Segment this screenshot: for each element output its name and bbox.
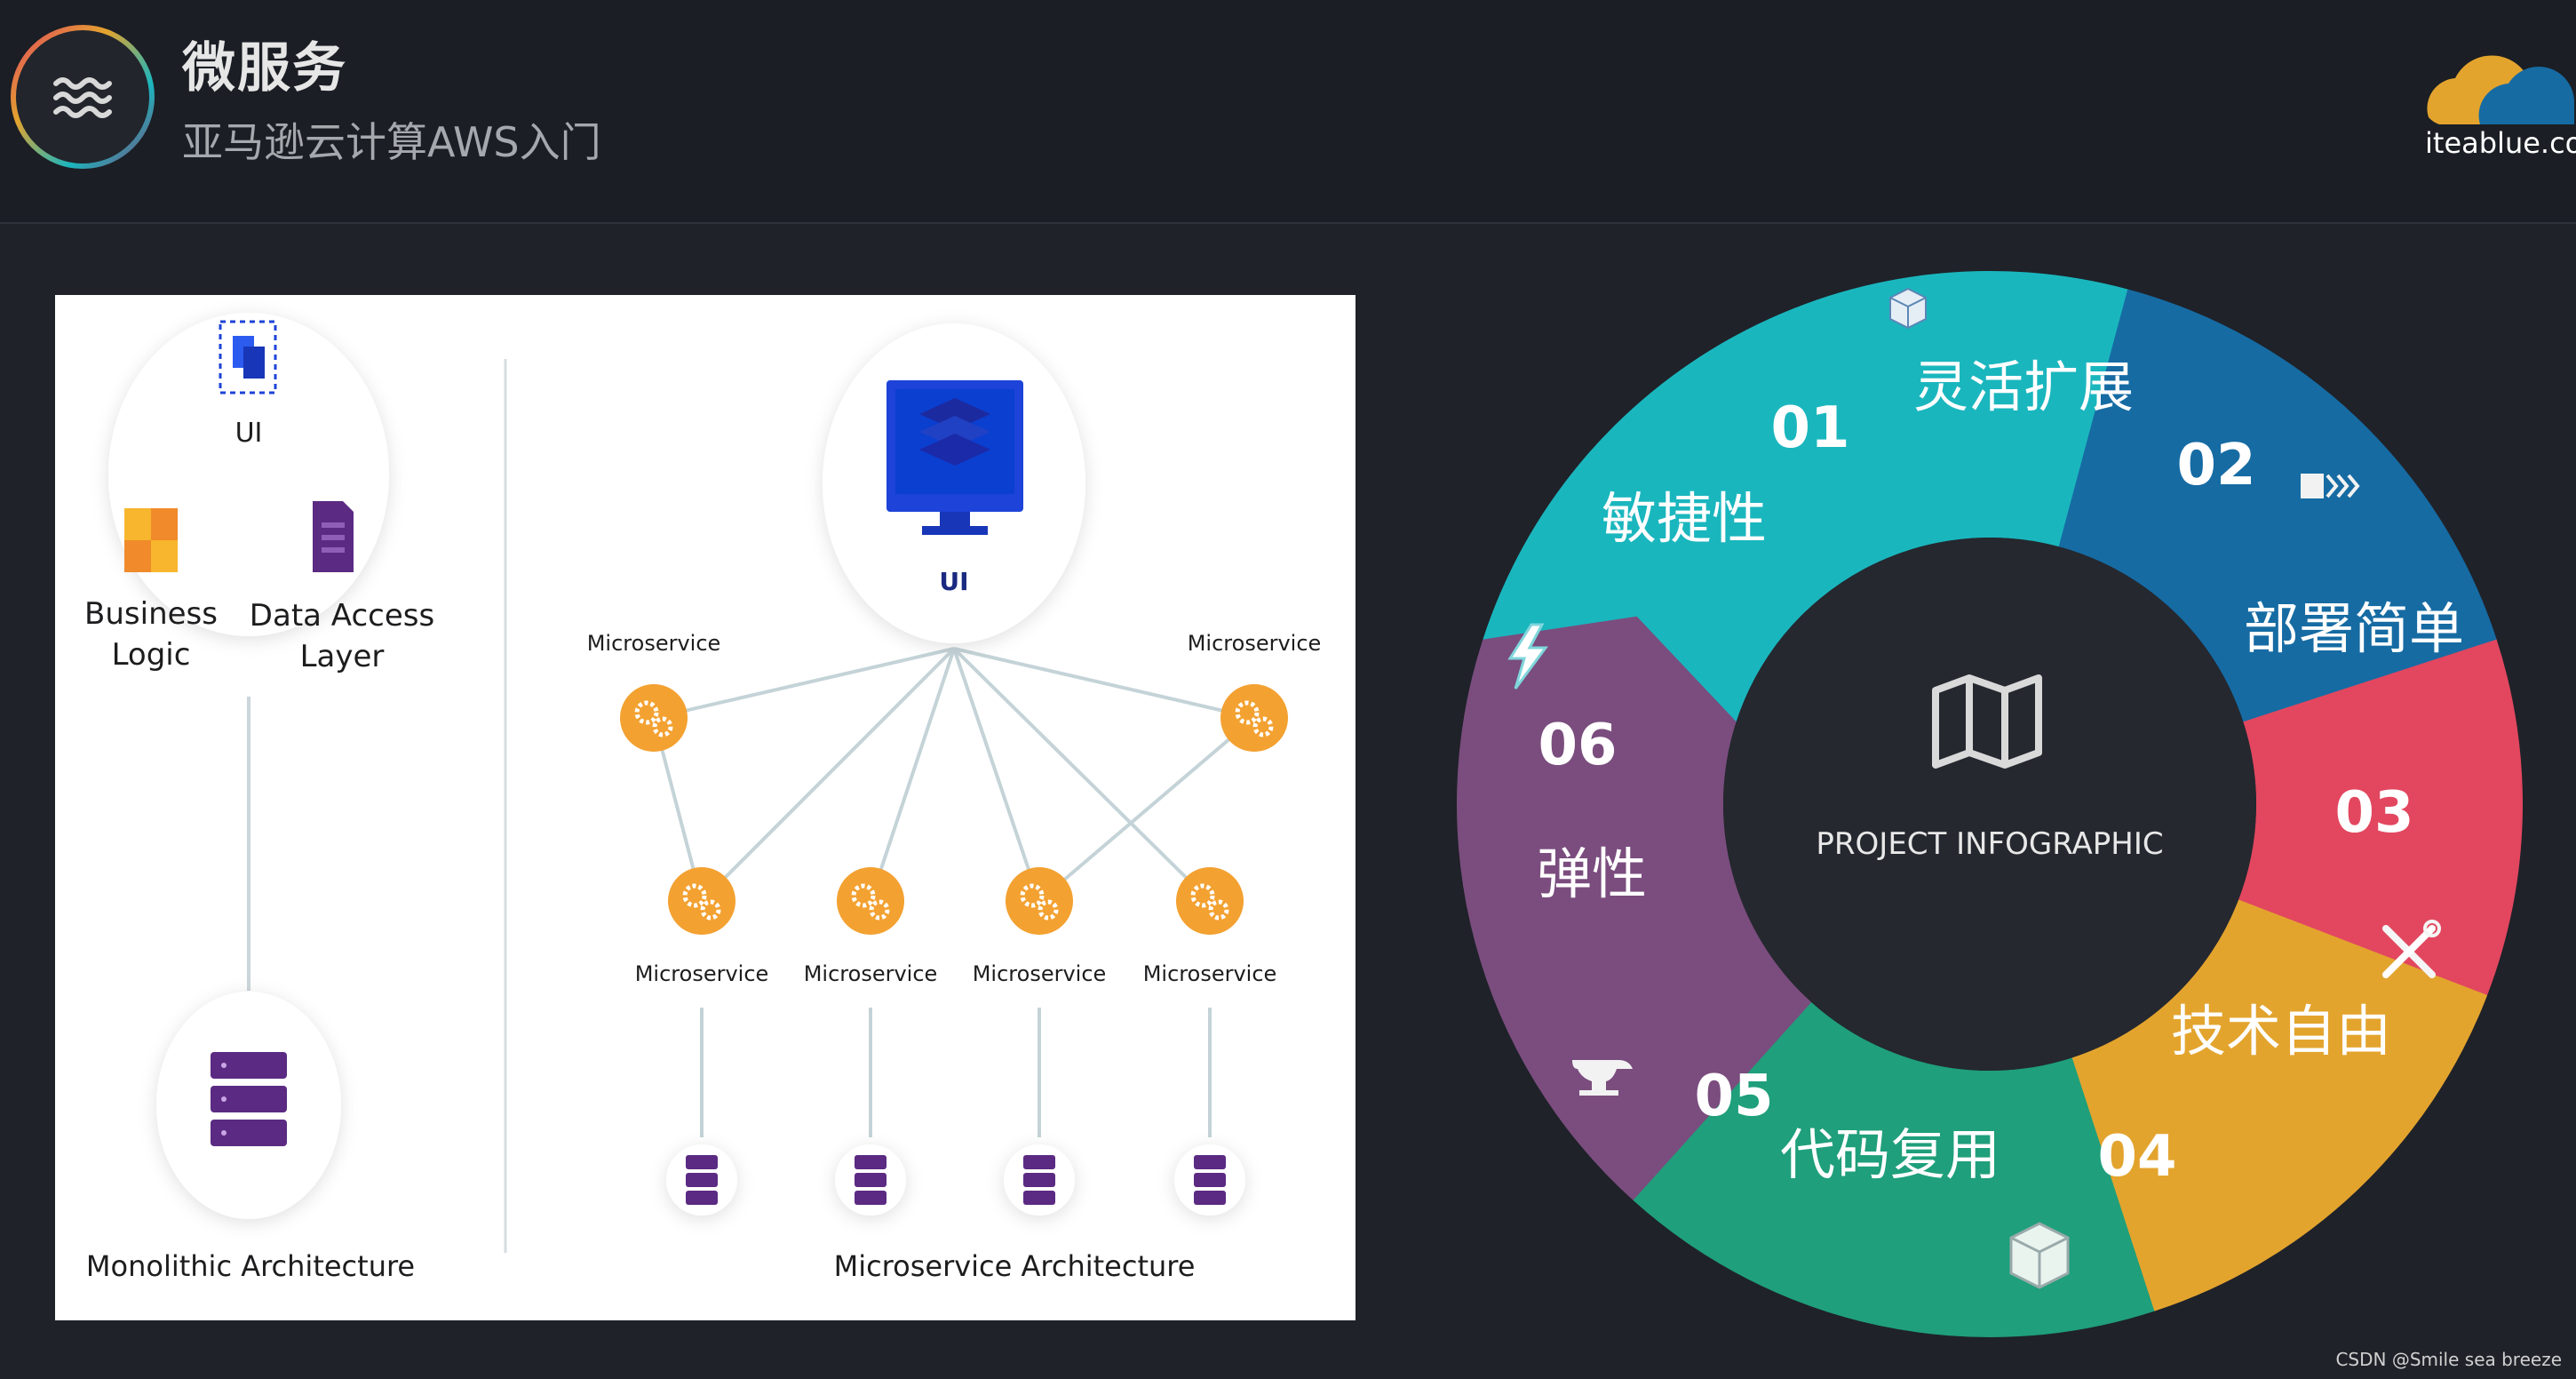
microservice-label-3: Microservice: [972, 961, 1107, 986]
ui-icon: [219, 320, 277, 395]
monolithic-caption: Monolithic Architecture: [85, 1249, 416, 1283]
microservice-caption: Microservice Architecture: [833, 1249, 1196, 1283]
microservice-db-2: [835, 1144, 906, 1216]
project-infographic: PROJECT INFOGRAPHIC 01 敏捷性 02 灵活扩展 03 部署…: [1457, 270, 2523, 1337]
microservice-label-1: Microservice: [634, 961, 769, 986]
wheel-segment-02: [2058, 289, 2497, 749]
segment-label-06: 弹性: [1537, 841, 1647, 906]
menu-waves-icon: [11, 25, 155, 169]
microservice-gear-top-left: [620, 684, 688, 752]
page-title: 微服务: [182, 37, 347, 100]
anvil-icon: [1572, 1060, 1633, 1096]
microservice-db-1: [666, 1144, 737, 1216]
microservice-gear-3: [1006, 867, 1073, 935]
microservice-gear-1: [668, 867, 735, 935]
microservice-db-4: [1174, 1144, 1245, 1216]
segment-label-03: 部署简单: [2244, 596, 2464, 661]
segment-num-05: 05: [1694, 1064, 1773, 1129]
page-subtitle: 亚马逊云计算AWS入门: [182, 118, 601, 166]
header: 微服务 亚马逊云计算AWS入门 iteablue.com: [0, 0, 2576, 224]
document-icon: [313, 501, 354, 572]
wheel-segment-03: [2238, 639, 2523, 1010]
segment-label-02: 灵活扩展: [1913, 355, 2134, 419]
segment-num-02: 02: [2176, 433, 2255, 498]
segment-label-05: 代码复用: [1780, 1122, 2000, 1187]
segment-num-06: 06: [1538, 713, 1617, 778]
microservice-gear-2: [837, 867, 904, 935]
cube-icon: [1889, 287, 1927, 330]
wheel-segments: [1457, 270, 2523, 1337]
box-icon: [2009, 1222, 2070, 1289]
microservice-label-4: Microservice: [1142, 961, 1277, 986]
monolithic-architecture: [108, 313, 389, 1219]
lightning-icon: [1507, 623, 1548, 690]
cloud-logo-icon: [2427, 55, 2574, 124]
database-icon: [211, 1052, 287, 1146]
brand-name: iteablue.com: [2425, 126, 2576, 160]
data-access-layer-label: Data Access Layer: [249, 598, 435, 674]
microservice-label-2: Microservice: [803, 961, 938, 986]
microservice-gear-top-right: [1220, 684, 1288, 752]
monitor-icon: [886, 380, 1023, 535]
microservice-gear-4: [1176, 867, 1244, 935]
microservice-architecture: [620, 323, 1288, 1216]
microservice-label-top-right: Microservice: [1187, 631, 1322, 656]
map-icon: [1932, 674, 2042, 769]
business-logic-label: Business Logic: [84, 596, 218, 673]
forward-arrows-icon: [2301, 474, 2360, 498]
segment-num-03: 03: [2334, 780, 2413, 846]
micro-ui-label: UI: [939, 567, 969, 596]
microservice-label-top-left: Microservice: [586, 631, 721, 656]
segment-num-01: 01: [1770, 395, 1849, 461]
tools-icon: [2382, 920, 2441, 978]
wheel-segment-01: [1483, 270, 2159, 722]
microservice-connections: [652, 647, 1256, 1137]
segment-label-04: 技术自由: [2171, 999, 2391, 1064]
segment-label-01: 敏捷性: [1602, 486, 1767, 551]
segment-num-04: 04: [2097, 1124, 2176, 1190]
center-label: PROJECT INFOGRAPHIC: [1816, 826, 2163, 862]
mono-ui-label: UI: [235, 418, 263, 449]
wheel-center: [1723, 538, 2256, 1071]
credit-text: CSDN @Smile sea breeze: [2335, 1349, 2562, 1370]
wheel-segment-06: [1457, 616, 1812, 1200]
puzzle-icon: [124, 508, 178, 572]
architecture-panel: UI Business Logic Data Access Layer Mono…: [55, 295, 1356, 1320]
wheel-segment-04: [2045, 899, 2488, 1311]
microservice-db-3: [1004, 1144, 1075, 1216]
